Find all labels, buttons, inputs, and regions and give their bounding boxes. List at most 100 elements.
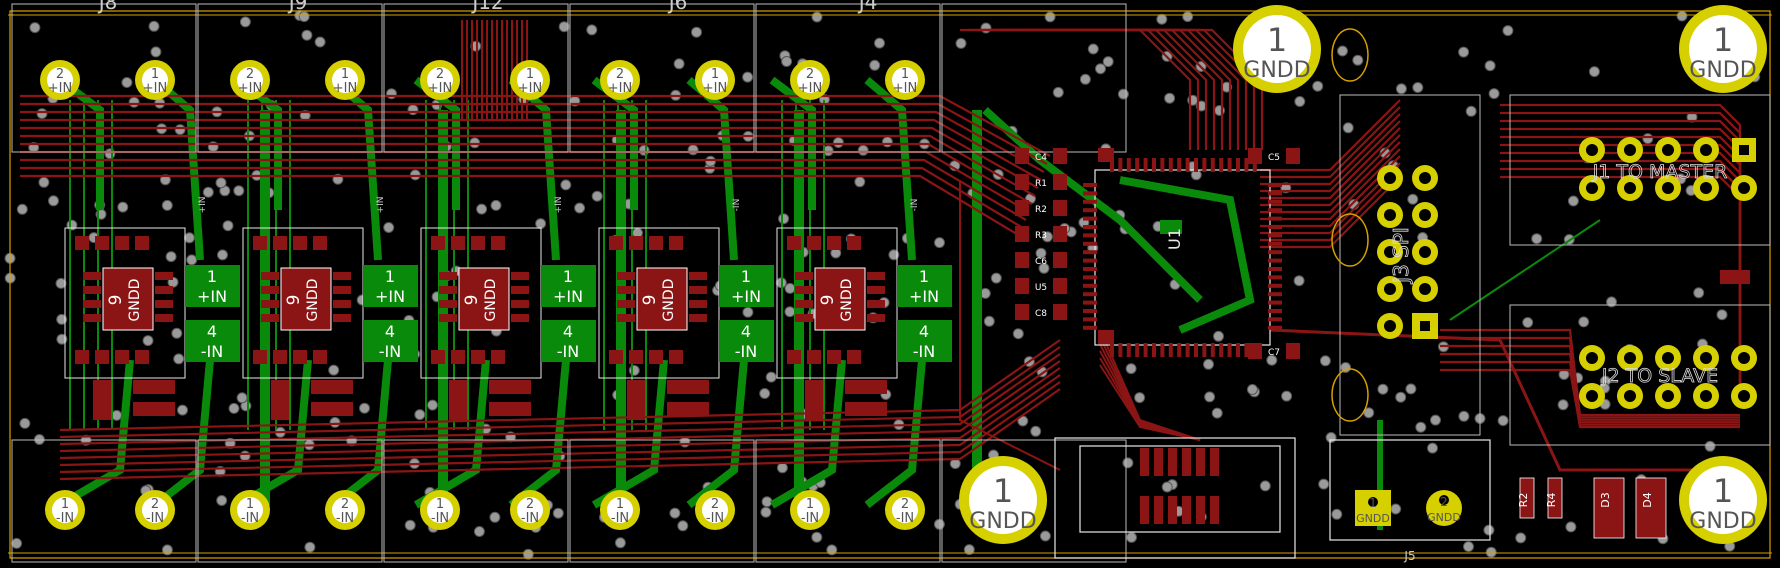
via [490,199,502,211]
ic-pin [511,300,529,308]
input-pad [897,265,952,307]
via [881,136,893,148]
ic-pin [155,272,173,280]
mcu-pin [1210,343,1215,357]
input-pad-net: +IN [553,287,583,306]
ic-pin [155,300,173,308]
passive-pad [1015,278,1029,294]
passive-pad [1053,174,1067,190]
pad-net: -IN [336,511,354,526]
via [1102,56,1114,68]
smd-pad [787,236,801,250]
drill-hole [1738,352,1750,364]
via [150,46,162,58]
smd-pad [135,350,149,364]
drill-hole [47,67,73,93]
passive-label: C4 [1035,153,1047,163]
via [1588,66,1600,78]
via [1044,11,1056,23]
via [1182,11,1194,23]
via [1125,363,1137,375]
passive-label: C8 [1035,309,1047,319]
mcu-pin [1244,343,1249,357]
ic-pin [83,314,101,322]
via [215,177,227,189]
mcu-pin [1268,216,1282,221]
via [628,364,640,376]
via [66,219,78,231]
mcu-pin [1110,343,1114,357]
via [552,507,564,519]
pad-net: +IN [608,81,632,96]
via [1211,407,1223,419]
pad-net: +IN [703,81,727,96]
amp-center-number: 9 [284,295,304,306]
input-pad-number: 1 [385,267,395,286]
ic-pin [333,272,351,280]
via [1515,532,1527,544]
mounting-hole-net: GNDD [969,509,1036,534]
ic-pin [867,300,885,308]
ic-pin [689,286,707,294]
mcu-pin [1268,183,1282,187]
ic-pin [83,300,101,308]
via [742,306,754,318]
pad-net: -IN [241,511,259,526]
via [228,402,240,414]
pad-net: -IN [706,511,724,526]
mounting-hole-number: 1 [1713,21,1733,59]
exposed-pad [636,267,688,331]
ic-pin [261,300,279,308]
via [1458,410,1470,422]
connector-courtyard-bottom [569,439,755,563]
mcu-pin [1126,158,1131,172]
ic-pin [867,314,885,322]
smd-pad [273,350,287,364]
mcu-pin [1194,343,1198,357]
mcu-pin [1244,158,1249,172]
via [1427,442,1438,454]
j2-silk-label: J2 TO SLAVE [1601,365,1718,387]
mcu-pin [1110,158,1114,172]
smd-pad [135,236,149,250]
via [48,195,59,207]
via [173,353,185,365]
bus-trace [59,367,1061,460]
via [765,371,777,383]
header-label: J12 [470,0,503,14]
pad-number: 2 [341,497,349,512]
ic-pin [333,300,351,308]
drill-hole [1624,182,1636,194]
via [933,518,945,530]
pad-net: -IN [896,511,914,526]
via [1502,25,1514,37]
ic-pin [795,300,813,308]
via [121,77,133,88]
via [1246,384,1258,395]
via [1484,60,1496,72]
pad-number: 1 [526,67,534,82]
mcu-pin [1083,283,1097,288]
via [638,144,650,156]
via [811,531,823,543]
drill-hole [1368,497,1378,507]
mcu-trace [1260,120,1401,193]
drill-hole [1700,352,1712,364]
amp-center-number: 9 [818,295,838,306]
mcu-pin [1268,317,1282,322]
mcu-pin [1185,158,1190,172]
via [1488,88,1500,100]
smd-pad [491,350,505,364]
mcu-pin [1177,158,1182,172]
mcu-pin [1083,325,1097,330]
ic-pin [511,272,529,280]
mcu-pin [1083,208,1097,213]
bus-trace [20,118,1042,181]
mcu-pin [1083,199,1097,204]
via [1266,354,1278,366]
drill-hole [1420,321,1430,331]
via [186,254,198,266]
